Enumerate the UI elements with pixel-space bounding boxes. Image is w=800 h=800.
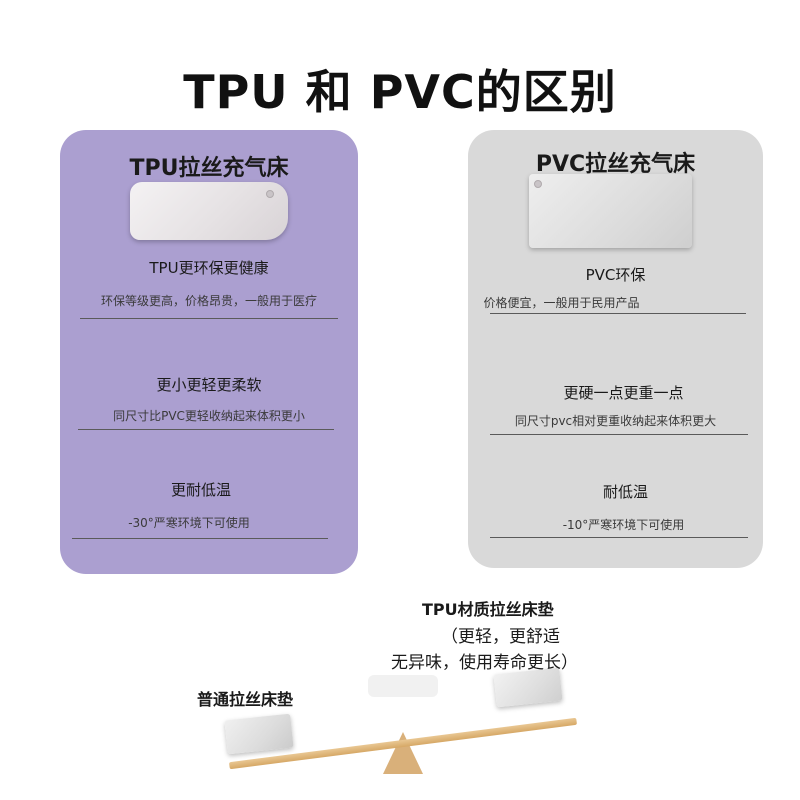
pvc-feature-1-title: PVC环保 bbox=[585, 266, 646, 284]
tpu-seesaw-mat bbox=[493, 667, 563, 708]
divider bbox=[490, 537, 748, 538]
pvc-feature-3-desc: -10°严寒环境下可使用 bbox=[562, 518, 685, 532]
tpu-feature-2-desc: 同尺寸比PVC更轻收纳起来体积更小 bbox=[113, 409, 305, 423]
tpu-feature-3-desc: -30°严寒环境下可使用 bbox=[128, 516, 250, 530]
divider bbox=[78, 429, 334, 430]
normal-seesaw-label: 普通拉丝床垫 bbox=[197, 690, 294, 709]
tpu-card-title: TPU拉丝充气床 bbox=[129, 156, 289, 181]
valve-icon bbox=[266, 190, 274, 198]
valve-icon bbox=[534, 180, 542, 188]
tpu-feature-1-title: TPU更环保更健康 bbox=[149, 259, 269, 277]
page-title: TPU 和 PVC的区别 bbox=[183, 65, 617, 119]
divider bbox=[72, 538, 328, 539]
divider bbox=[80, 318, 338, 319]
pvc-mat-image bbox=[529, 174, 692, 248]
tpu-feature-3-title: 更耐低温 bbox=[170, 481, 231, 499]
seesaw-fulcrum bbox=[383, 732, 423, 774]
pvc-feature-2-title: 更硬一点更重一点 bbox=[563, 384, 684, 402]
tpu-feature-2-title: 更小更轻更柔软 bbox=[156, 376, 262, 394]
pvc-card-title: PVC拉丝充气床 bbox=[535, 152, 696, 177]
pvc-feature-1-desc: 价格便宜，一般用于民用产品 bbox=[483, 296, 640, 310]
pvc-feature-3-title: 耐低温 bbox=[602, 483, 648, 501]
pvc-feature-2-desc: 同尺寸pvc相对更重收纳起来体积更大 bbox=[514, 414, 717, 428]
faint-watermark bbox=[368, 675, 438, 697]
tpu-mat-image bbox=[130, 182, 288, 240]
normal-seesaw-mat bbox=[224, 713, 294, 755]
tpu-seesaw-note-1: （更轻，更舒适 bbox=[441, 627, 560, 647]
divider bbox=[490, 434, 748, 435]
tpu-feature-1-desc: 环保等级更高，价格昂贵，一般用于医疗 bbox=[100, 294, 317, 308]
tpu-seesaw-note-2: 无异味，使用寿命更长） bbox=[391, 653, 578, 673]
divider bbox=[490, 313, 746, 314]
tpu-seesaw-label: TPU材质拉丝床垫 bbox=[422, 600, 554, 619]
